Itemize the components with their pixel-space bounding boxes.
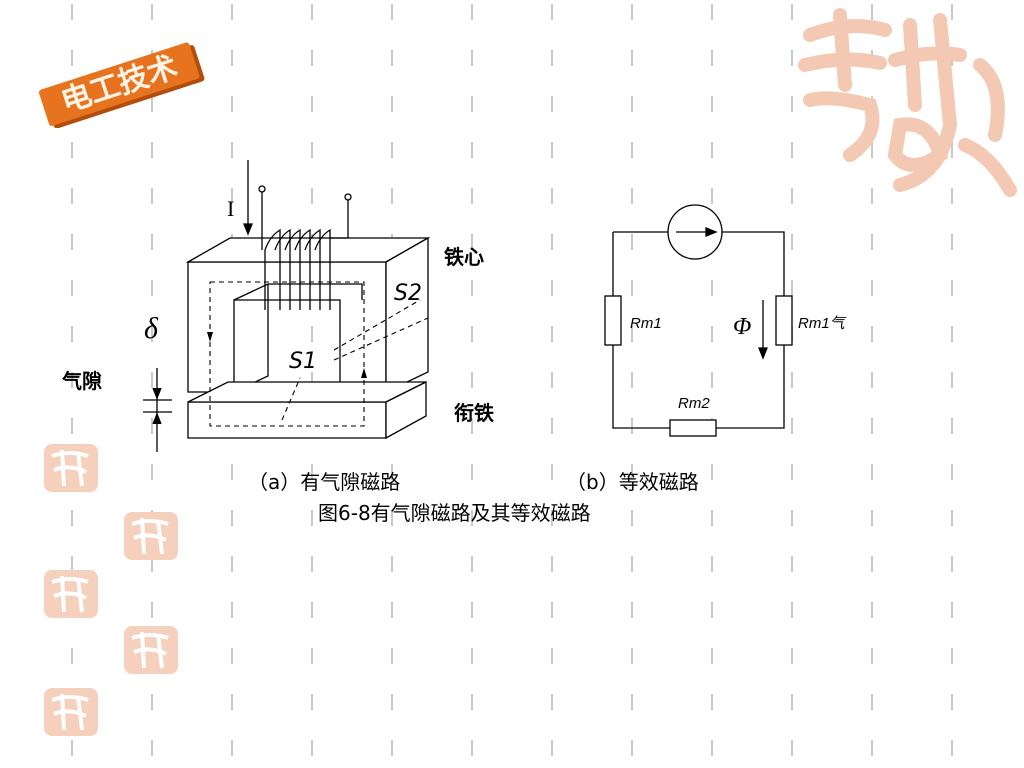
air-gap-label: 气隙: [61, 369, 102, 393]
rm1-left-label: Rm1: [630, 315, 662, 332]
seal-small-1: [44, 444, 98, 492]
s2-label: S2: [394, 281, 422, 306]
flux-path-dashed: [209, 281, 429, 427]
current-label: I: [227, 196, 234, 221]
current-arrow: [243, 160, 253, 236]
flux-label: Φ: [733, 314, 751, 340]
rm2-label: Rm2: [678, 395, 710, 412]
seal-small-2: [124, 512, 178, 560]
armature-top: [187, 381, 427, 403]
flux-arrows: [207, 332, 367, 378]
core-right-face: [385, 236, 429, 394]
armature-right: [385, 380, 427, 440]
caption-b: （b）等效磁路: [566, 470, 699, 494]
caption-a: （a）有气隙磁路: [248, 470, 401, 494]
figure-b-equivalent-circuit: [604, 204, 793, 437]
resistor-rm2: [669, 419, 717, 437]
armature-label: 衔铁: [454, 401, 494, 425]
coil-winding: [258, 185, 352, 310]
circuit-wires: [612, 231, 785, 429]
figure-a-core-diagram: [185, 236, 431, 440]
core-label: 铁心: [444, 245, 484, 269]
resistor-rm1-left: [604, 295, 622, 346]
air-gap-marker: [143, 368, 172, 452]
seal-small-3: [44, 570, 98, 618]
logo-electrical-tech: 电工技术: [38, 42, 205, 128]
resistor-rm1-right: [775, 295, 793, 346]
figure-caption: 图6-8有气隙磁路及其等效磁路: [318, 501, 591, 525]
seal-large: [798, 8, 1017, 197]
core-window-depth: [233, 283, 363, 301]
rm1-right-label: Rm1气: [798, 315, 847, 332]
seal-small-5: [44, 688, 98, 736]
delta-label: δ: [144, 312, 159, 345]
s1-label: S1: [289, 349, 317, 374]
seal-small-4: [124, 626, 178, 674]
